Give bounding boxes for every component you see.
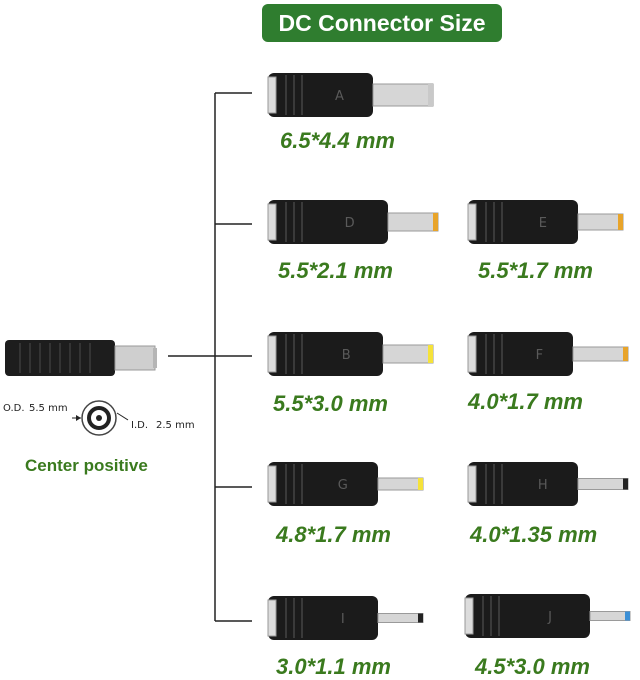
size-label-h: 4.0*1.35 mm <box>470 522 598 547</box>
connector-letter: G <box>338 478 348 493</box>
connector-i: I <box>267 596 424 640</box>
connector-letter: I <box>341 612 345 627</box>
od-label: O.D. <box>3 403 25 414</box>
connector-letter: A <box>335 89 344 104</box>
connector-g: G <box>267 462 424 506</box>
size-label-j: 4.5*3.0 mm <box>475 654 590 679</box>
connector-letter: J <box>547 610 552 625</box>
connector-b: B <box>267 332 434 376</box>
size-label-i: 3.0*1.1 mm <box>276 654 391 679</box>
id-label: I.D. <box>131 420 149 431</box>
connector-letter: E <box>539 216 547 231</box>
connector-d: D <box>267 200 439 244</box>
connector-letter: H <box>538 478 548 493</box>
connector-letter: B <box>342 348 351 363</box>
connector-h: H <box>467 462 629 506</box>
size-label-a: 6.5*4.4 mm <box>280 128 395 153</box>
connector-group: A D E B F G H I J <box>267 73 631 640</box>
size-label-d: 5.5*2.1 mm <box>278 258 393 283</box>
connector-letter: F <box>536 348 543 363</box>
size-label-f: 4.0*1.7 mm <box>468 389 583 414</box>
bracket-lines <box>168 92 252 622</box>
od-value: 5.5 mm <box>29 403 68 414</box>
connector-e: E <box>467 200 624 244</box>
connector-f: F <box>467 332 629 376</box>
size-label-b: 5.5*3.0 mm <box>273 391 388 416</box>
connector-a: A <box>267 73 434 117</box>
connector-letter: D <box>345 216 355 231</box>
center-positive-label: Center positive <box>25 456 148 475</box>
size-label-e: 5.5*1.7 mm <box>478 258 593 283</box>
id-value: 2.5 mm <box>156 420 195 431</box>
page-title: DC Connector Size <box>262 4 502 42</box>
plug-end-view <box>72 400 129 436</box>
connector-j: J <box>464 594 631 638</box>
size-label-g: 4.8*1.7 mm <box>276 522 391 547</box>
source-plug <box>5 340 157 376</box>
